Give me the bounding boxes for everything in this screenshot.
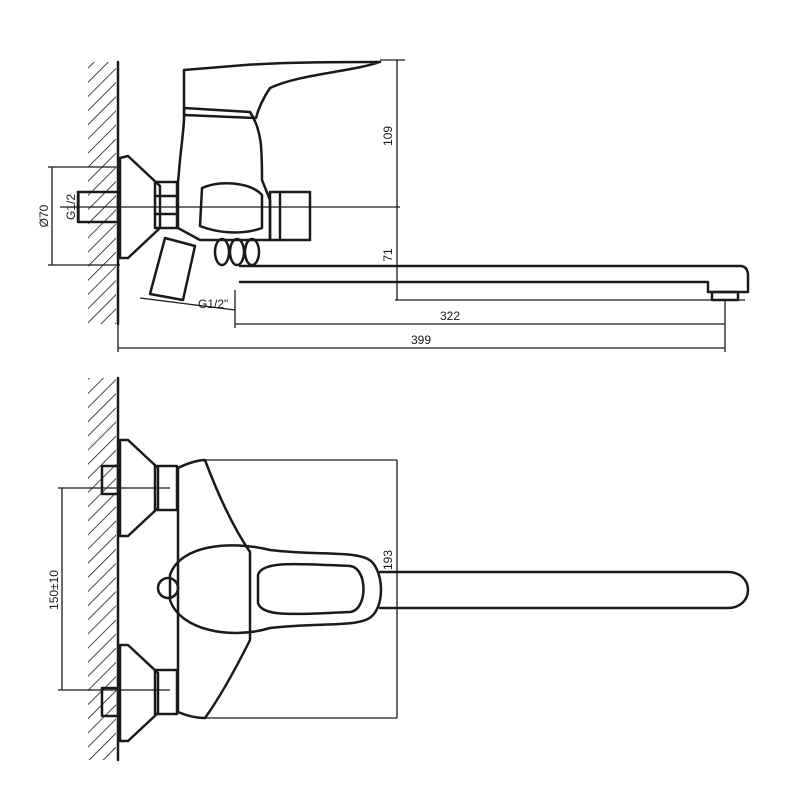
- dim-center-distance: 150±10: [47, 570, 61, 610]
- dim-spout-reach: 322: [440, 309, 460, 323]
- spout-top: [378, 570, 750, 610]
- top-view: 193 150±10: [47, 376, 750, 762]
- faucet-body-top: [176, 458, 252, 720]
- handle: [182, 60, 382, 120]
- connector: [268, 190, 312, 242]
- dim-outlet-thread: G1/2": [198, 297, 228, 311]
- side-view: 109 71 322 399 Ø70 G1/2 G1/2": [37, 59, 750, 352]
- dim-inlet-thread: G1/2: [64, 194, 78, 220]
- handle-top: [168, 544, 383, 635]
- dim-height-upper: 109: [381, 126, 395, 146]
- faucet-body: [176, 106, 272, 242]
- spout: [238, 264, 750, 294]
- dim-total-length: 399: [411, 333, 431, 347]
- shower-outlet: [148, 236, 197, 302]
- dim-height-lower: 71: [381, 248, 395, 262]
- aerator: [710, 290, 740, 302]
- dim-flange-diameter: Ø70: [37, 204, 51, 227]
- nut: [153, 180, 179, 230]
- flange-lower: [118, 643, 160, 743]
- dim-depth: 193: [381, 550, 395, 570]
- flange-upper: [118, 438, 160, 538]
